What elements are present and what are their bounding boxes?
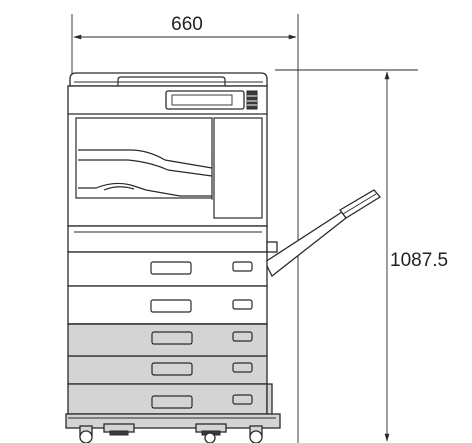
tray-3-handle — [151, 362, 193, 376]
output-tray-area — [75, 117, 263, 219]
casters — [79, 423, 263, 443]
document-cover — [69, 72, 268, 87]
height-dimension: 1087.5 — [275, 69, 448, 442]
tray-4-indicator — [232, 394, 253, 405]
tray-1-indicator — [232, 261, 253, 272]
height-label: 1087.5 — [390, 250, 448, 271]
keypad — [246, 90, 258, 110]
control-panel — [165, 90, 258, 110]
tray-4-handle — [151, 395, 193, 409]
paper-tray-2 — [67, 285, 268, 325]
optional-tray-4 — [67, 383, 268, 415]
bypass-tray — [264, 189, 381, 278]
tray-gap-panel — [67, 323, 268, 357]
tray-1-handle — [150, 261, 192, 275]
engine-section — [67, 225, 268, 253]
width-label: 660 — [171, 14, 203, 35]
tray-2-indicator — [232, 299, 253, 310]
paper-tray-1 — [67, 251, 268, 287]
tray-2-handle — [150, 299, 192, 313]
display-screen — [171, 94, 233, 106]
printer — [65, 72, 381, 443]
optional-tray-3 — [67, 355, 268, 385]
tray-3-indicator — [232, 362, 253, 373]
width-dimension: 660 — [71, 14, 299, 443]
